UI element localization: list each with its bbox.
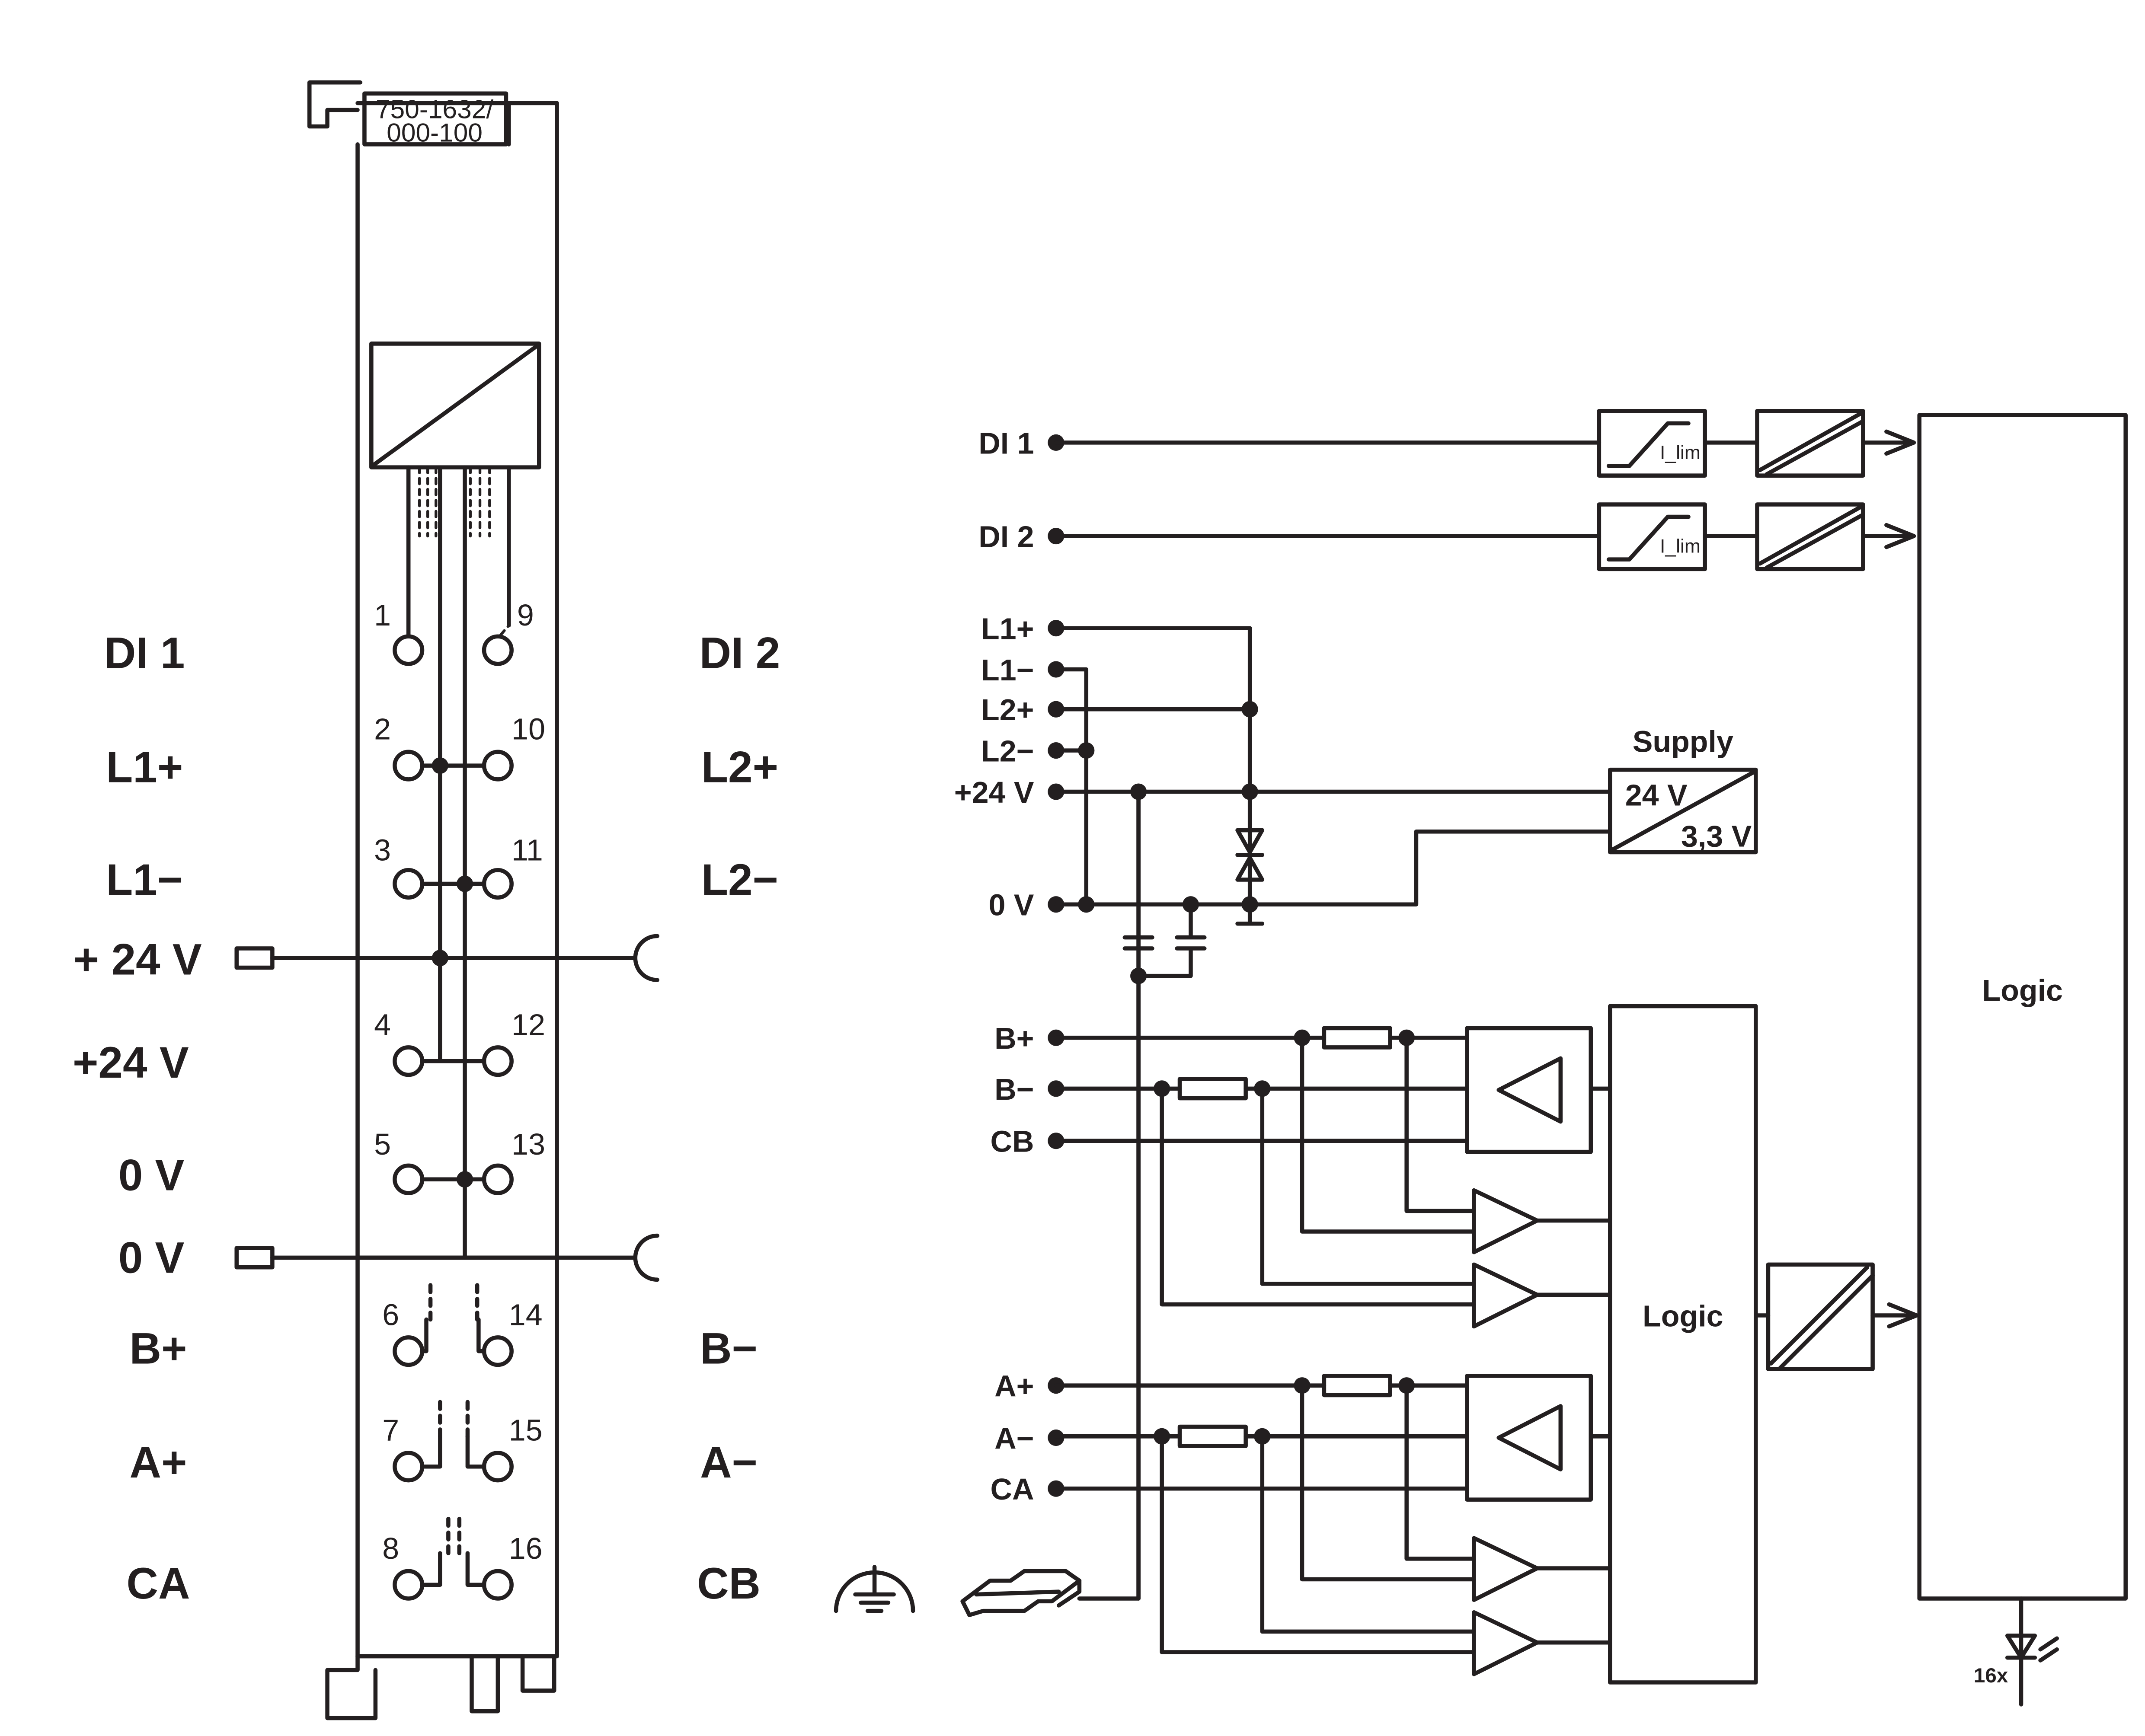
svg-text:L2−: L2− — [981, 734, 1034, 768]
input-dots — [1048, 434, 1065, 1497]
ground-icon — [834, 1565, 915, 1613]
svg-text:0 V: 0 V — [988, 888, 1034, 922]
svg-text:14: 14 — [509, 1298, 543, 1331]
svg-text:DI 2: DI 2 — [700, 628, 780, 677]
svg-text:B+: B+ — [994, 1021, 1034, 1055]
supply-input-voltage: 24 V — [1625, 778, 1688, 812]
svg-text:9: 9 — [517, 598, 534, 632]
svg-text:CA: CA — [126, 1559, 190, 1608]
svg-text:8: 8 — [382, 1532, 399, 1565]
svg-text:11: 11 — [511, 833, 543, 867]
svg-text:2: 2 — [374, 712, 391, 746]
ilim-label-2: I_lim — [1660, 536, 1701, 557]
svg-text:L1+: L1+ — [981, 612, 1034, 646]
module-converter-icon — [369, 341, 541, 1260]
svg-text:0 V: 0 V — [118, 1151, 185, 1200]
part-number-line2: 000-100 — [387, 118, 483, 147]
supply-output-voltage: 3,3 V — [1681, 820, 1752, 853]
svg-text:13: 13 — [511, 1127, 545, 1161]
digital-input-chain — [1054, 408, 1916, 571]
svg-text:+24 V: +24 V — [73, 1038, 189, 1087]
svg-text:A+: A+ — [994, 1369, 1034, 1403]
svg-text:7: 7 — [382, 1413, 399, 1447]
svg-text:CB: CB — [990, 1125, 1034, 1158]
module-housing — [307, 80, 559, 1720]
svg-text:L2+: L2+ — [981, 693, 1034, 727]
schematic-input-labels: DI 1 DI 2 L1+ L1− L2+ L2− +24 V 0 V B+ B… — [954, 426, 1034, 1506]
supply-converter-block — [1608, 767, 1758, 855]
bus-channel-a — [1054, 1374, 1612, 1676]
svg-text:B+: B+ — [130, 1324, 187, 1373]
module-left-labels: DI 1 L1+ L1− + 24 V +24 V 0 V 0 V B+ A+ … — [73, 628, 202, 1608]
module-right-labels: DI 2 L2+ L2− B− A− CB — [697, 628, 780, 1608]
power-jumper-contacts — [234, 934, 659, 1282]
svg-text:DI 2: DI 2 — [978, 520, 1034, 554]
terminal-numbers: 1 9 2 10 3 11 4 12 5 13 6 14 7 15 8 16 — [374, 598, 545, 1565]
ilim-label-1: I_lim — [1660, 442, 1701, 463]
svg-text:DI 1: DI 1 — [978, 426, 1034, 460]
svg-text:3: 3 — [374, 833, 391, 867]
bus-logic-label: Logic — [1643, 1299, 1723, 1333]
power-supply-wiring — [1054, 626, 1612, 1601]
svg-text:16: 16 — [509, 1532, 543, 1565]
bus-logic-block — [1608, 1004, 1919, 1685]
svg-text:1: 1 — [374, 598, 391, 632]
svg-text:+ 24 V: + 24 V — [74, 935, 202, 984]
svg-text:6: 6 — [382, 1298, 399, 1331]
svg-text:0 V: 0 V — [118, 1233, 185, 1282]
svg-text:L2−: L2− — [701, 855, 778, 904]
svg-text:L1−: L1− — [981, 653, 1034, 687]
svg-text:10: 10 — [511, 712, 545, 746]
svg-text:+24 V: +24 V — [954, 775, 1034, 809]
svg-text:DI 1: DI 1 — [104, 628, 185, 677]
svg-text:CB: CB — [697, 1559, 761, 1608]
svg-text:B−: B− — [994, 1072, 1034, 1106]
svg-text:A−: A− — [994, 1421, 1034, 1455]
svg-text:CA: CA — [990, 1472, 1034, 1506]
svg-text:L1−: L1− — [106, 855, 183, 904]
svg-text:15: 15 — [509, 1413, 543, 1447]
svg-text:L1+: L1+ — [106, 742, 183, 791]
svg-text:L2+: L2+ — [701, 742, 778, 791]
svg-text:4: 4 — [374, 1008, 391, 1041]
svg-text:5: 5 — [374, 1127, 391, 1161]
led-icon — [2005, 1596, 2059, 1707]
bus-channel-b — [1054, 1026, 1612, 1329]
svg-text:A−: A− — [700, 1438, 758, 1487]
svg-text:12: 12 — [511, 1008, 545, 1041]
svg-text:A+: A+ — [130, 1438, 187, 1487]
terminals — [393, 634, 514, 1601]
led-count: 16x — [1974, 1664, 2008, 1687]
part-number-line1: 750-1632/ — [376, 94, 493, 124]
main-logic-label: Logic — [1982, 973, 2063, 1007]
supply-title: Supply — [1633, 724, 1733, 758]
svg-text:B−: B− — [700, 1324, 758, 1373]
